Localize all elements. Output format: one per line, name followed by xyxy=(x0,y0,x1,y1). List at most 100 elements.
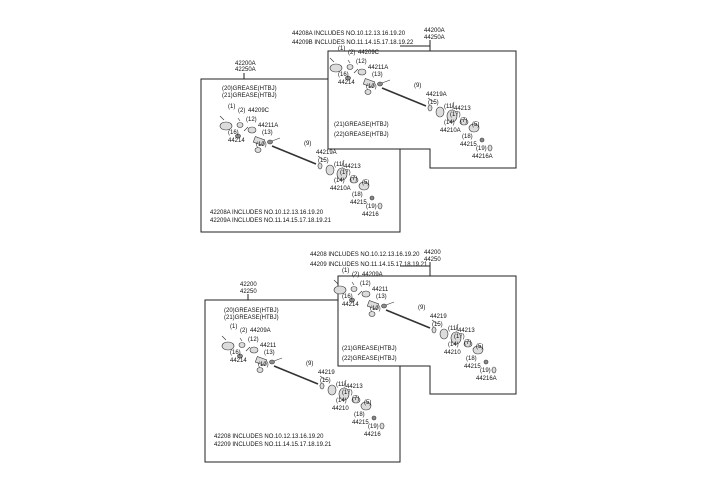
outer-joint xyxy=(221,341,235,351)
diagram-d-footer-line1: 42208 INCLUDES NO.10.12.13.16.19.20 xyxy=(214,434,324,440)
outer-joint xyxy=(333,285,347,295)
callout-p44211: 44211 xyxy=(372,287,389,293)
callout-p44211: 44211 xyxy=(260,343,277,349)
callout-n7: (7) xyxy=(352,396,360,402)
callout-n10: (10) xyxy=(366,84,377,90)
callout-n9: (9) xyxy=(418,305,426,311)
callout-n5: (5) xyxy=(472,122,480,128)
retainer xyxy=(483,359,489,365)
inner-joint xyxy=(360,401,372,411)
bearing-cage xyxy=(366,300,380,310)
spider-assembly xyxy=(351,396,361,404)
callout-n18: (18) xyxy=(354,412,365,418)
leader-line xyxy=(343,379,347,387)
exploded-view-a xyxy=(329,57,493,152)
leader-line xyxy=(271,137,281,142)
diagram-c-header-line1: 44208 INCLUDES NO.10.12.13.16.19.20 xyxy=(310,252,420,258)
callout-p44214: 44214 xyxy=(342,302,359,308)
boot-band xyxy=(361,290,371,298)
leader-line xyxy=(239,337,243,342)
diagram-a-grease-2: (22)GREASE(HTBJ) xyxy=(334,132,389,138)
leader-line xyxy=(357,290,363,296)
callout-n18: (18) xyxy=(466,356,477,362)
callout-n19: (19) xyxy=(366,204,377,210)
callout-n13: (13) xyxy=(372,72,383,78)
retainer xyxy=(371,415,377,421)
spider-assembly xyxy=(349,176,359,184)
leader-line xyxy=(237,117,241,122)
exploded-view-b xyxy=(219,115,383,210)
callout-n1: (1) xyxy=(342,268,350,274)
callout-n2: (2) xyxy=(352,272,360,278)
callout-n18: (18) xyxy=(352,192,363,198)
callout-p44216: 44216 xyxy=(364,432,381,438)
leader-line xyxy=(455,323,459,331)
leader-line xyxy=(381,79,391,84)
band-clip xyxy=(269,359,275,365)
inner-joint xyxy=(468,123,480,133)
callout-n12: (12) xyxy=(246,117,257,123)
callout-n16: (16) xyxy=(342,294,353,300)
callout-n11: (11) xyxy=(334,162,345,168)
diagram-b-part-number-alt: 42250A xyxy=(235,67,256,73)
diagram-d-footer-line2: 42209 INCLUDES NO.11.14.15.17.18.19.21 xyxy=(214,442,332,448)
leader-line xyxy=(351,281,355,286)
frame-b xyxy=(200,73,401,233)
callout-p44210: 44210A xyxy=(330,186,351,192)
callout-p44213: 44213 xyxy=(346,384,363,390)
outer-joint xyxy=(329,63,343,73)
shaft-nut xyxy=(379,422,385,430)
callout-n15: (15) xyxy=(320,378,331,384)
callout-n16: (16) xyxy=(230,350,241,356)
callout-n5: (5) xyxy=(364,400,372,406)
callout-p44209: 44209C xyxy=(358,50,380,56)
leader-line xyxy=(221,335,227,341)
leader-line xyxy=(319,375,327,381)
diagram-b-footer-line2: 42209A INCLUDES NO.11.14.15.17.18.19.21 xyxy=(210,218,331,224)
diagram-c-header-line2: 44209 INCLUDES NO.11.14.15.17.18.19.21 xyxy=(310,262,428,268)
callout-n12: (12) xyxy=(356,59,367,65)
band-clip xyxy=(381,303,387,309)
callout-p44214: 44214 xyxy=(228,138,245,144)
tripod-boot xyxy=(435,106,445,118)
callout-n11: (11) xyxy=(448,326,459,332)
callout-n19: (19) xyxy=(476,146,487,152)
callout-n9: (9) xyxy=(414,83,422,89)
callout-n1: (1) xyxy=(338,46,346,52)
callout-p44211: 44211A xyxy=(368,65,389,71)
callout-n7: (7) xyxy=(464,340,472,346)
callout-p44209: 44209C xyxy=(248,108,270,114)
leader-line xyxy=(385,301,395,306)
diagram-d-grease-2: (21)GREASE(HTBJ) xyxy=(224,315,279,321)
boot-band xyxy=(247,126,257,134)
leader-line xyxy=(353,68,359,74)
callout-p44214: 44214 xyxy=(338,80,355,86)
callout-n17: (17) xyxy=(342,390,353,396)
tripod-boot xyxy=(325,164,335,176)
callout-n19: (19) xyxy=(480,368,491,374)
callout-n12: (12) xyxy=(248,337,259,343)
ball-race xyxy=(256,367,264,373)
diagram-a-part-number-alt: 44250A xyxy=(424,35,445,41)
diagram-b-grease-2: (21)GREASE(HTBJ) xyxy=(222,93,277,99)
callout-n15: (15) xyxy=(432,322,443,328)
callout-n2: (2) xyxy=(348,50,356,56)
callout-p44215: 44215 xyxy=(464,364,481,370)
callout-n7: (7) xyxy=(350,176,358,182)
leader-line xyxy=(317,155,325,161)
outer-joint xyxy=(219,121,233,131)
retainer xyxy=(369,195,375,201)
callout-n14: (14) xyxy=(444,120,455,126)
callout-p44209: 44209A xyxy=(362,272,383,278)
tripod-joint xyxy=(446,109,458,123)
tripod-boot xyxy=(327,384,337,396)
shaft-nut xyxy=(491,366,497,374)
exploded-view-d xyxy=(221,335,385,430)
callout-n19: (19) xyxy=(368,424,379,430)
diagram-d-part-number: 42200 xyxy=(240,282,257,288)
callout-n16: (16) xyxy=(228,130,239,136)
tripod-boot xyxy=(439,328,449,340)
diagram-d-part-number-alt: 42250 xyxy=(240,289,257,295)
